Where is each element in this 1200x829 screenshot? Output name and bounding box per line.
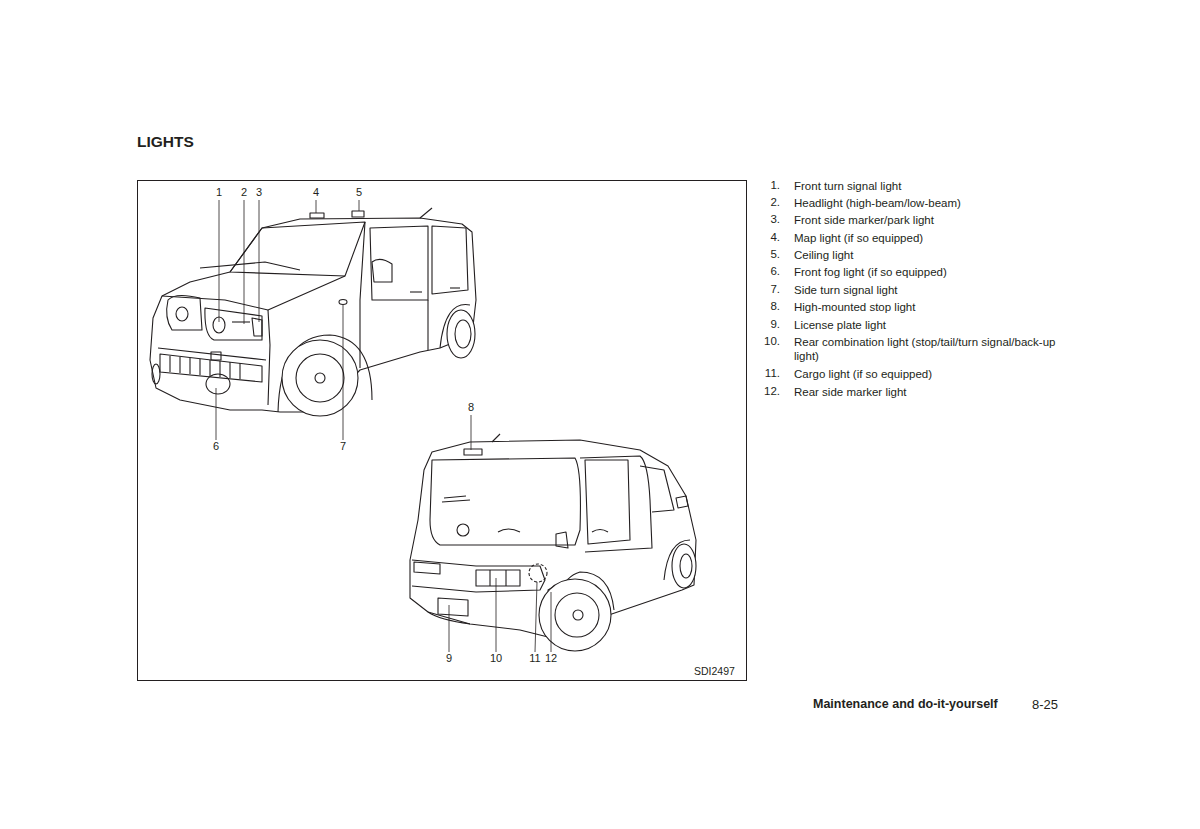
list-number: 11. xyxy=(765,367,780,381)
callout-number: 5 xyxy=(356,186,362,199)
list-text: Map light (if so equipped) xyxy=(794,231,1066,245)
figure-frame xyxy=(138,181,747,681)
list-text: Rear combination light (stop/tail/turn s… xyxy=(794,335,1066,363)
rear-car xyxy=(410,434,696,651)
list-text: Rear side marker light xyxy=(794,385,1066,399)
callout-number: 7 xyxy=(340,440,346,453)
callout-number: 11 xyxy=(529,652,540,665)
list-text: Front turn signal light xyxy=(794,179,1066,193)
callout-number: 12 xyxy=(545,652,557,665)
list-text: License plate light xyxy=(794,318,1066,332)
footer-section: Maintenance and do-it-yourself xyxy=(813,697,998,712)
list-number: 12. xyxy=(764,385,780,399)
list-text: High-mounted stop light xyxy=(794,300,1066,314)
list-number: 1. xyxy=(770,179,780,193)
list-number: 6. xyxy=(770,265,780,279)
list-number: 2. xyxy=(770,196,780,210)
list-number: 3. xyxy=(770,213,780,227)
callout-number: 6 xyxy=(213,440,219,453)
list-number: 5. xyxy=(770,248,780,262)
front-car xyxy=(150,208,476,416)
leader-lines xyxy=(216,200,551,652)
figure-id: SDI2497 xyxy=(694,665,735,678)
callout-number: 3 xyxy=(256,186,262,199)
list-text: Front side marker/park light xyxy=(794,213,1066,227)
list-number: 4. xyxy=(770,231,780,245)
callout-number: 2 xyxy=(241,186,247,199)
list-number: 7. xyxy=(770,283,780,297)
list-text: Front fog light (if so equipped) xyxy=(794,265,1066,279)
list-text: Side turn signal light xyxy=(794,283,1066,297)
list-text: Ceiling light xyxy=(794,248,1066,262)
section-title: LIGHTS xyxy=(137,133,194,152)
list-number: 10. xyxy=(764,335,780,349)
list-text: Headlight (high-beam/low-beam) xyxy=(794,196,1066,210)
callout-number: 10 xyxy=(490,652,502,665)
list-number: 8. xyxy=(770,300,780,314)
callout-number: 1 xyxy=(216,186,222,199)
callout-number: 4 xyxy=(313,186,319,199)
page-number: 8-25 xyxy=(1032,697,1058,713)
list-text: Cargo light (if so equipped) xyxy=(794,367,1066,381)
callout-number: 9 xyxy=(446,652,452,665)
callout-number: 8 xyxy=(468,401,474,414)
list-number: 9. xyxy=(770,318,780,332)
